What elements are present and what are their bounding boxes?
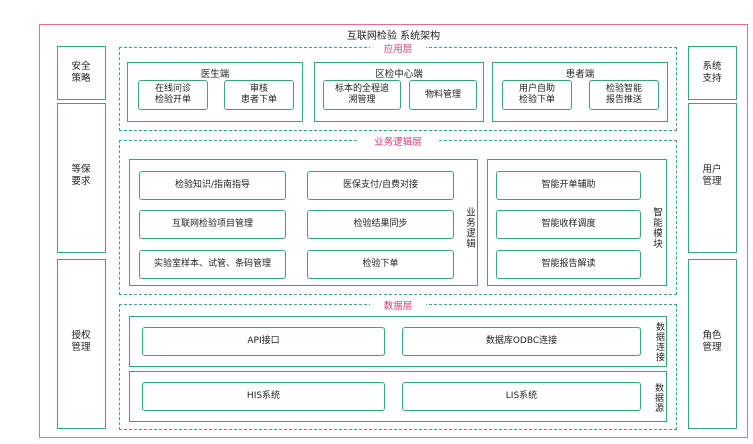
data-connection-group: API接口 数据库ODBC连接 数据连接	[129, 316, 667, 367]
data-source-group: HIS系统 LIS系统 数据源	[129, 371, 667, 422]
authorization-label: 授权 管理	[71, 330, 91, 353]
data-layer-title: 数据层	[370, 298, 426, 312]
lab-sample-item: 实验室样本、试管、条码管理	[139, 250, 286, 279]
security-policy-label: 安全 策略	[71, 61, 91, 84]
left-protection-requirements: 等保 要求	[57, 103, 106, 253]
insurance-payment-item: 医保支付/自费对接	[307, 171, 454, 200]
odbc-connection-item: 数据库ODBC连接	[402, 327, 641, 356]
business-logic-label: 业务逻辑	[464, 207, 475, 249]
review-order-item: 审核 患者下单	[224, 80, 294, 110]
smart-sampling-item: 智能收样调度	[496, 210, 641, 239]
lis-system-item: LIS系统	[402, 382, 641, 411]
application-layer-title: 应用层	[370, 41, 426, 55]
user-management-label: 用户 管理	[702, 164, 722, 187]
protection-requirements-label: 等保 要求	[71, 164, 91, 187]
system-support-label: 系统 支持	[702, 61, 722, 84]
page-title: 互联网检验 系统架构	[346, 31, 441, 42]
smart-module-group: 智能开单辅助 智能收样调度 智能报告解读 智能模块	[487, 159, 667, 286]
smart-report-item: 智能报告解读	[496, 250, 641, 279]
smart-report-push-item: 检验智能 报告推送	[589, 80, 659, 110]
patient-group-title: 患者端	[565, 69, 595, 80]
outer-frame	[39, 24, 748, 438]
role-management-label: 角色 管理	[702, 330, 722, 353]
result-sync-item: 检验结果同步	[307, 210, 454, 239]
center-group: 区检中心端 标本的全程追 溯管理 物料管理	[314, 62, 484, 122]
data-source-label: 数据源	[653, 383, 663, 413]
his-system-item: HIS系统	[142, 382, 385, 411]
project-management-item: 互联网检验项目管理	[139, 210, 286, 239]
left-security-policy: 安全 策略	[57, 46, 106, 100]
left-authorization: 授权 管理	[57, 259, 106, 429]
material-management-item: 物料管理	[409, 80, 477, 110]
sample-trace-item: 标本的全程追 溯管理	[323, 80, 401, 110]
business-logic-group: 检验知识/指南指导 医保支付/自费对接 互联网检验项目管理 检验结果同步 实验室…	[129, 159, 478, 286]
right-system-support: 系统 支持	[688, 46, 737, 100]
online-consult-item: 在线问诊 检验开单	[138, 80, 208, 110]
data-connection-label: 数据连接	[654, 322, 664, 362]
patient-group: 患者端 用户自助 检验下单 检验智能 报告推送	[492, 62, 668, 122]
business-layer-title: 业务逻辑层	[358, 134, 438, 148]
doctor-group-title: 医生端	[200, 69, 230, 80]
self-order-item: 用户自助 检验下单	[502, 80, 572, 110]
smart-module-label: 智能模块	[651, 207, 662, 249]
api-interface-item: API接口	[142, 327, 385, 356]
guideline-item: 检验知识/指南指导	[139, 171, 286, 200]
doctor-group: 医生端 在线问诊 检验开单 审核 患者下单	[127, 62, 303, 122]
right-role-management: 角色 管理	[688, 259, 737, 429]
smart-order-assist-item: 智能开单辅助	[496, 171, 641, 200]
right-user-management: 用户 管理	[688, 103, 737, 253]
center-group-title: 区检中心端	[375, 69, 423, 80]
test-order-item: 检验下单	[307, 250, 454, 279]
